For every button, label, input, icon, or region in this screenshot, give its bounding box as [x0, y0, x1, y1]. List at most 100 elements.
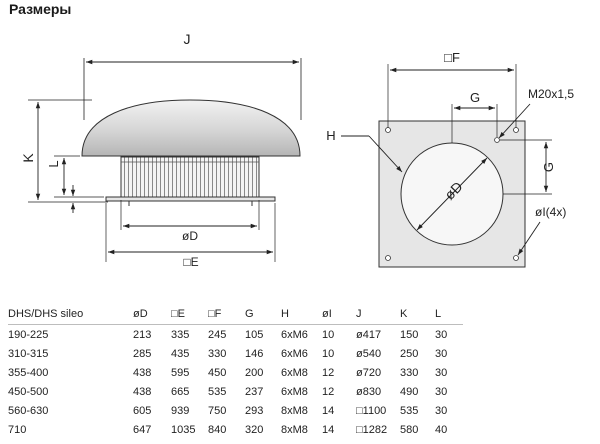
page-title: Размеры — [9, 1, 72, 17]
cell-E: 335 — [171, 328, 190, 341]
cell-model: 710 — [8, 423, 27, 436]
label-G-horizontal: G — [470, 90, 480, 105]
header-F: □F — [208, 304, 245, 325]
cell-model: 450-500 — [8, 385, 49, 398]
table-header-row: DHS/DHS sileo øD □E □F G H øI J K L — [8, 304, 463, 325]
fan-body — [120, 156, 260, 198]
cell-K: 250 — [400, 347, 419, 360]
cell-F: 750 — [208, 404, 227, 417]
cell-H: 6xM8 — [281, 366, 308, 379]
label-H: H — [326, 128, 335, 143]
label-D-side: øD — [182, 229, 198, 243]
cell-J: ø830 — [356, 385, 382, 398]
table-row: 710 647 1035 840 320 8xM8 14 □1282 580 4… — [8, 420, 463, 439]
base-flange — [105, 196, 276, 202]
cell-D: 605 — [133, 404, 152, 417]
label-J: J — [184, 31, 191, 47]
cell-I: 12 — [322, 385, 335, 398]
mounting-hole — [513, 127, 519, 133]
header-model: DHS/DHS sileo — [8, 304, 133, 325]
table-row: 355-400 438 595 450 200 6xM8 12 ø720 330… — [8, 363, 463, 382]
dimensions-table: DHS/DHS sileo øD □E □F G H øI J K L 190-… — [8, 304, 463, 439]
cell-H: 6xM6 — [281, 347, 308, 360]
cell-K: 580 — [400, 423, 419, 436]
cell-J: ø540 — [356, 347, 382, 360]
header-L: L — [435, 304, 463, 325]
cell-H: 8xM8 — [281, 404, 308, 417]
header-J: J — [356, 304, 400, 325]
cell-F: 535 — [208, 385, 227, 398]
top-view: □F G G M20x1,5 H øD øI(4x) — [326, 50, 574, 268]
hood-dome — [81, 99, 301, 157]
cell-G: 146 — [245, 347, 264, 360]
cell-D: 438 — [133, 385, 152, 398]
cell-F: 840 — [208, 423, 227, 436]
cell-G: 320 — [245, 423, 264, 436]
label-thread: M20x1,5 — [528, 87, 574, 101]
cell-L: 30 — [435, 347, 448, 360]
header-H: H — [281, 304, 322, 325]
cell-G: 105 — [245, 328, 264, 341]
cell-E: 939 — [171, 404, 190, 417]
cell-L: 40 — [435, 423, 448, 436]
cell-D: 213 — [133, 328, 152, 341]
dimension-drawings: J K L øD □E — [20, 31, 574, 269]
label-E-side: □E — [183, 255, 198, 269]
cell-K: 490 — [400, 385, 419, 398]
side-view: J K L øD □E — [20, 31, 302, 269]
cell-model: 190-225 — [8, 328, 49, 341]
cell-K: 535 — [400, 404, 419, 417]
cell-H: 6xM6 — [281, 328, 308, 341]
cell-I: 10 — [322, 328, 335, 341]
label-G-vertical: G — [541, 162, 556, 172]
cell-E: 1035 — [171, 423, 196, 436]
label-L: L — [46, 160, 61, 167]
cell-J: □1282 — [356, 423, 388, 436]
cell-G: 293 — [245, 404, 264, 417]
cell-D: 647 — [133, 423, 152, 436]
header-D: øD — [133, 304, 171, 325]
cell-K: 150 — [400, 328, 419, 341]
cell-I: 12 — [322, 366, 335, 379]
cell-H: 8xM8 — [281, 423, 308, 436]
cell-E: 435 — [171, 347, 190, 360]
cell-L: 30 — [435, 404, 448, 417]
label-bolt-holes: øI(4x) — [535, 205, 566, 219]
cell-J: □1100 — [356, 404, 387, 417]
cell-E: 665 — [171, 385, 190, 398]
cell-F: 450 — [208, 366, 227, 379]
cell-H: 6xM8 — [281, 385, 308, 398]
cell-model: 560-630 — [8, 404, 49, 417]
label-F: □F — [444, 50, 460, 65]
cell-F: 330 — [208, 347, 227, 360]
cell-G: 200 — [245, 366, 264, 379]
table-row: 450-500 438 665 535 237 6xM8 12 ø830 490… — [8, 382, 463, 401]
header-K: K — [400, 304, 435, 325]
cell-L: 30 — [435, 328, 448, 341]
table-row: 190-225 213 335 245 105 6xM6 10 ø417 150… — [8, 325, 463, 345]
header-G: G — [245, 304, 281, 325]
cable-gland-hole — [494, 137, 500, 143]
cell-I: 10 — [322, 347, 335, 360]
cell-D: 438 — [133, 366, 152, 379]
cell-L: 30 — [435, 366, 448, 379]
mounting-hole — [385, 127, 391, 133]
cell-I: 14 — [322, 423, 335, 436]
cell-J: ø417 — [356, 328, 382, 341]
cell-J: ø720 — [356, 366, 382, 379]
header-E: □E — [171, 304, 208, 325]
cell-D: 285 — [133, 347, 152, 360]
cell-I: 14 — [322, 404, 335, 417]
mounting-hole — [513, 255, 519, 261]
mounting-hole — [385, 255, 391, 261]
label-K: K — [20, 153, 36, 163]
cell-K: 330 — [400, 366, 419, 379]
cell-F: 245 — [208, 328, 227, 341]
cell-model: 310-315 — [8, 347, 49, 360]
table-row: 560-630 605 939 750 293 8xM8 14 □1100 53… — [8, 401, 463, 420]
cell-model: 355-400 — [8, 366, 49, 379]
cell-L: 30 — [435, 385, 448, 398]
header-I: øI — [322, 304, 356, 325]
table-row: 310-315 285 435 330 146 6xM6 10 ø540 250… — [8, 344, 463, 363]
cell-G: 237 — [245, 385, 264, 398]
